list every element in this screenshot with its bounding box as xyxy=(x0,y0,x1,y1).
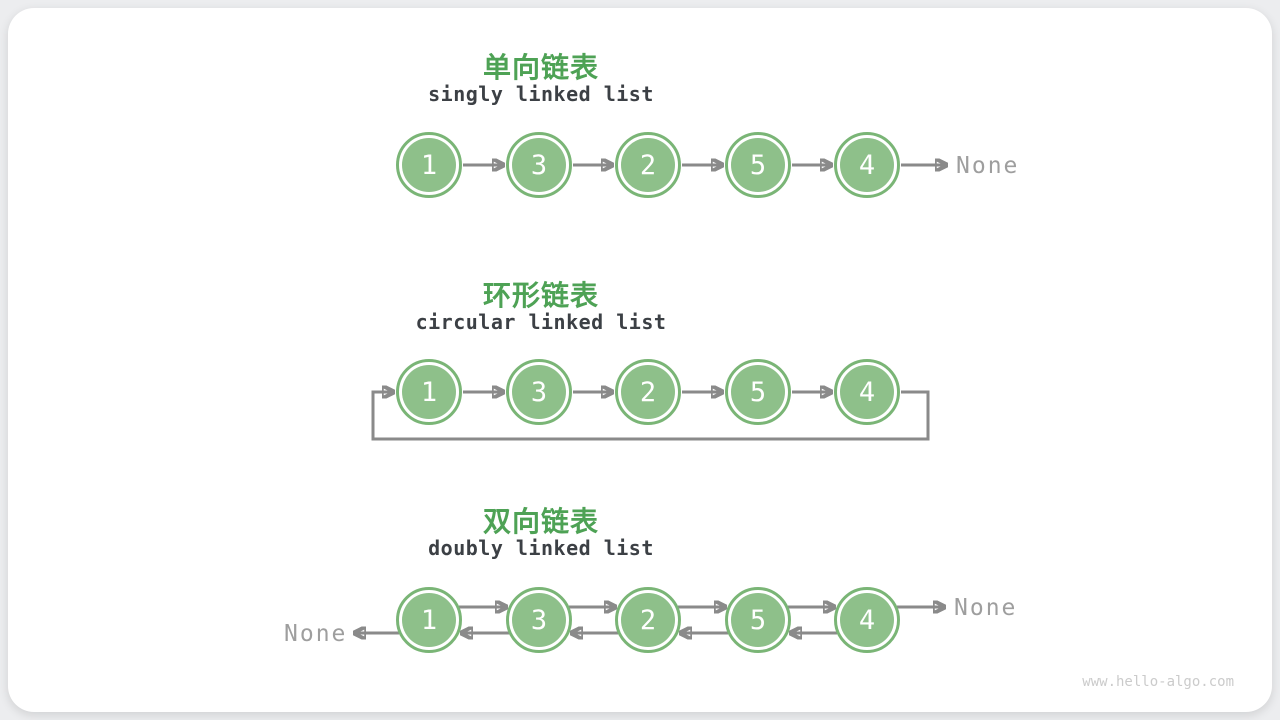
doubly-head-none-label: None xyxy=(284,621,348,647)
doubly-node: 1 xyxy=(396,587,462,653)
circular-node: 4 xyxy=(834,359,900,425)
singly-node: 5 xyxy=(725,132,791,198)
node-value: 5 xyxy=(731,365,785,419)
circular-list-title: 环形链表 xyxy=(482,280,599,311)
circular-list-subtitle: circular linked list xyxy=(415,310,667,334)
singly-node: 4 xyxy=(834,132,900,198)
doubly-list-subtitle: doubly linked list xyxy=(428,536,654,560)
singly-node: 3 xyxy=(506,132,572,198)
singly-node: 2 xyxy=(615,132,681,198)
node-value: 1 xyxy=(402,138,456,192)
doubly-node: 5 xyxy=(725,587,791,653)
node-value: 2 xyxy=(621,365,675,419)
node-value: 5 xyxy=(731,593,785,647)
node-value: 3 xyxy=(512,138,566,192)
singly-tail-none-label: None xyxy=(956,153,1020,179)
doubly-node: 4 xyxy=(834,587,900,653)
circular-node: 2 xyxy=(615,359,681,425)
doubly-node: 3 xyxy=(506,587,572,653)
node-value: 4 xyxy=(840,593,894,647)
node-value: 4 xyxy=(840,138,894,192)
doubly-list-title: 双向链表 xyxy=(482,506,599,537)
singly-list-title: 单向链表 xyxy=(482,52,599,83)
watermark: www.hello-algo.com xyxy=(1082,674,1234,690)
circular-node: 3 xyxy=(506,359,572,425)
node-value: 2 xyxy=(621,593,675,647)
node-value: 3 xyxy=(512,365,566,419)
diagram-card: 单向链表 singly linked list 1 3 2 5 4 None 环… xyxy=(8,8,1272,712)
node-value: 2 xyxy=(621,138,675,192)
circular-loop-arrow xyxy=(371,392,930,441)
circular-node: 5 xyxy=(725,359,791,425)
circular-node: 1 xyxy=(396,359,462,425)
singly-list-subtitle: singly linked list xyxy=(428,82,654,106)
node-value: 5 xyxy=(731,138,785,192)
doubly-tail-none-label: None xyxy=(954,595,1018,621)
node-value: 3 xyxy=(512,593,566,647)
node-value: 4 xyxy=(840,365,894,419)
arrow-layer xyxy=(8,8,1280,720)
node-value: 1 xyxy=(402,365,456,419)
node-value: 1 xyxy=(402,593,456,647)
doubly-node: 2 xyxy=(615,587,681,653)
singly-node: 1 xyxy=(396,132,462,198)
